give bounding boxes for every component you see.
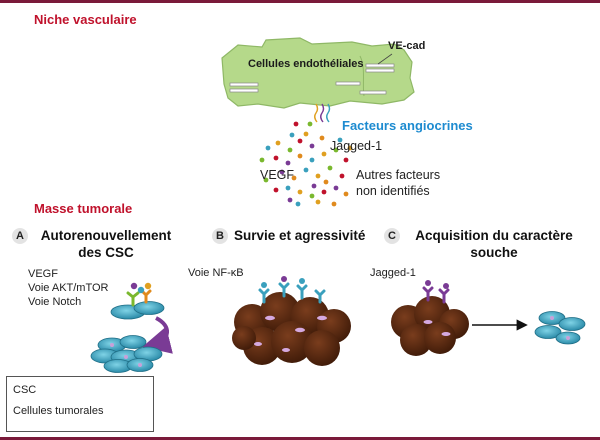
factor-dot <box>337 137 343 143</box>
ve-cad-label: VE-cad <box>388 40 426 52</box>
factor-dot <box>333 185 339 191</box>
factor-dot <box>259 157 265 163</box>
factor-dot <box>273 155 279 161</box>
factor-dot <box>327 165 333 171</box>
jagged-receptors <box>422 286 450 304</box>
panel-a-title-line1: Autorenouvellement <box>40 228 172 243</box>
factor-dot <box>339 173 345 179</box>
vegf-label: VEGF <box>260 168 295 182</box>
factor-dot <box>309 143 315 149</box>
factor-dot <box>289 132 295 138</box>
panel-a-pathway-notch: Voie Notch <box>28 296 82 308</box>
factor-dot <box>285 160 291 166</box>
factor-dot <box>303 167 309 173</box>
panel-a-title-line2: des CSC <box>78 245 134 260</box>
panel-c-letter: C <box>384 228 400 244</box>
factor-dot <box>297 138 303 144</box>
factor-dot <box>285 185 291 191</box>
top-frame-bar <box>0 0 600 3</box>
factor-dot <box>287 147 293 153</box>
factor-dot <box>263 177 269 183</box>
factor-dot <box>343 191 349 197</box>
endothelial-cells-label: Cellules endothéliales <box>248 58 364 70</box>
other-factors-line2: non identifiés <box>356 184 430 198</box>
panel-a-letter: A <box>12 228 28 244</box>
factor-dot <box>311 183 317 189</box>
factor-dot <box>297 189 303 195</box>
factor-dot <box>295 201 301 207</box>
other-factors-line1: Autres facteurs <box>356 168 441 182</box>
factor-dot <box>323 179 329 185</box>
factor-dot <box>291 175 297 181</box>
panel-c-title-line2: souche <box>470 245 518 260</box>
panel-a-illustration <box>90 282 173 373</box>
bottom-frame-bar <box>0 437 600 440</box>
niche-title: Niche vasculaire <box>34 12 137 27</box>
factor-dot <box>347 145 353 151</box>
factor-dot <box>343 157 349 163</box>
factor-dot <box>287 197 293 203</box>
factor-dot <box>333 147 339 153</box>
factor-dot <box>321 151 327 157</box>
panel-c-title: Acquisition du caractère souche <box>404 227 584 261</box>
tumor-mass-b <box>232 292 351 366</box>
nfkb-receptors <box>258 282 326 304</box>
tumor-mass-c <box>391 296 469 356</box>
panel-a-title: Autorenouvellement des CSC <box>36 227 176 261</box>
angiocrine-factor-dots <box>259 121 353 207</box>
panel-b-letter: B <box>212 228 228 244</box>
factor-dot <box>275 140 281 146</box>
jagged-label: Jagged-1 <box>330 139 383 153</box>
factor-dot <box>321 189 327 195</box>
legend-csc-label: CSC <box>13 384 37 396</box>
panel-c-pathway: Jagged-1 <box>370 267 416 279</box>
angiocrine-factors-title: Facteurs angiocrines <box>342 118 473 133</box>
ve-cad-junctions <box>229 53 395 95</box>
factor-dot <box>307 121 313 127</box>
csc-cluster-c <box>534 311 586 345</box>
factor-dot <box>315 173 321 179</box>
tumor-mass-title: Masse tumorale <box>34 201 133 216</box>
panel-a-pathway-vegf: VEGF <box>28 268 58 280</box>
factor-dot <box>309 157 315 163</box>
factor-dot <box>293 121 299 127</box>
panel-a-pathways: VEGF Voie AKT/mTOR Voie Notch <box>28 267 109 309</box>
panel-b-title: Survie et agressivité <box>234 228 366 243</box>
factor-dot <box>309 193 315 199</box>
panel-b-pathway: Voie NF-κB <box>188 267 244 279</box>
panel-a-pathway-akt: Voie AKT/mTOR <box>28 282 109 294</box>
factor-dot <box>273 187 279 193</box>
endothelial-cells <box>221 37 415 109</box>
legend-tumor-label: Cellules tumorales <box>13 405 104 417</box>
factor-dot <box>319 135 325 141</box>
factor-dot <box>279 169 285 175</box>
factor-dot <box>331 201 337 207</box>
panel-c-title-line1: Acquisition du caractère <box>415 228 573 243</box>
csc-cluster <box>90 335 163 373</box>
factor-dot <box>315 199 321 205</box>
legend-box: CSC Cellules tumorales <box>6 376 154 432</box>
secretion-arrows <box>314 103 331 123</box>
panel-c-illustration <box>391 280 586 356</box>
factor-dot <box>297 153 303 159</box>
panel-b-illustration <box>232 276 351 366</box>
factor-dot <box>265 145 271 151</box>
factor-dot <box>303 131 309 137</box>
